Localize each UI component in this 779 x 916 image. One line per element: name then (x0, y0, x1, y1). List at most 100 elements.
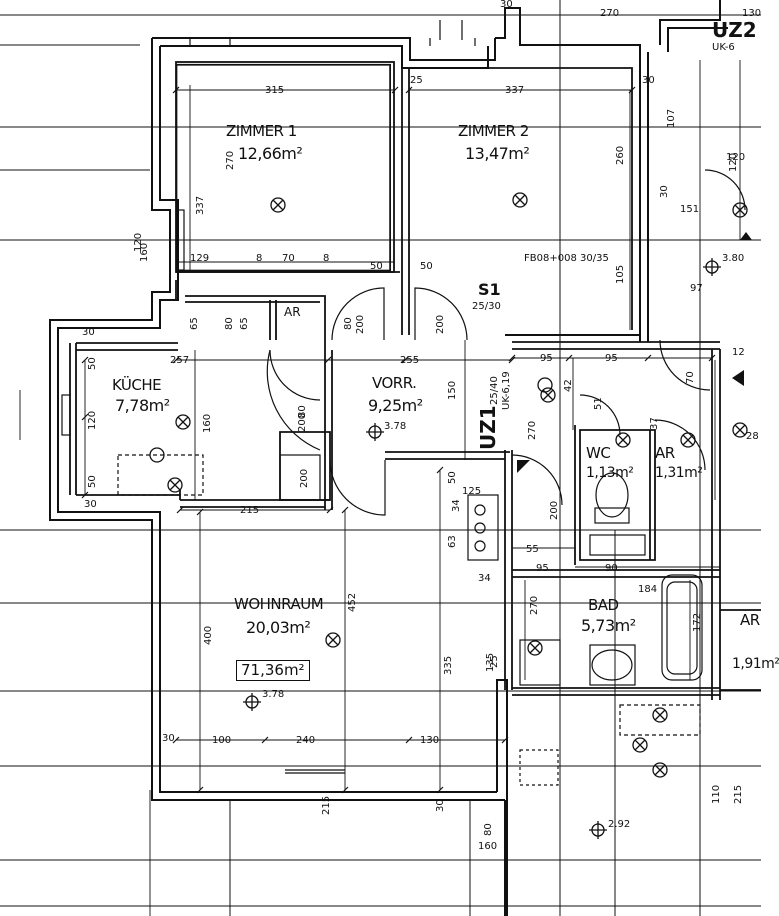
dim-v: 200 (435, 314, 446, 334)
level-marks (149, 258, 721, 839)
dim-h: 50 (420, 261, 433, 272)
dim-h: 100 (212, 735, 232, 746)
dim-h: 95 (536, 563, 549, 574)
level-value-4: 2.92 (608, 819, 631, 830)
dim-h: 25 (410, 75, 423, 86)
dim-h: 129 (190, 253, 210, 264)
dim-v: 65 (239, 317, 250, 330)
dim-v: 270 (527, 420, 538, 440)
dim-v: 200 (355, 314, 366, 334)
dim-v: 335 (443, 655, 454, 675)
dim-h: 34 (478, 573, 491, 584)
window-note: FB08+008 30/35 (524, 253, 609, 264)
dim-h: 125 (462, 486, 482, 497)
dim-v: 80 (343, 317, 354, 330)
dim-v: 65 (189, 317, 200, 330)
room-area-kueche: 7,78m² (115, 396, 170, 415)
interior-walls (69, 61, 761, 700)
level-value-1: 3.80 (722, 253, 745, 264)
dim-v: 50 (87, 357, 98, 370)
dim-h: 130 (742, 8, 762, 19)
total-area-box: 71,36m² (236, 660, 310, 681)
door-swings (266, 169, 746, 516)
unit-label-uz1-sub2: UK-6,19 (501, 371, 512, 410)
floor-plan (0, 0, 761, 916)
dim-h: 315 (265, 85, 285, 96)
room-area-wohnraum: 20,03m² (246, 618, 311, 637)
dim-v: 172 (692, 612, 703, 632)
outer-walls (49, 0, 728, 916)
dim-v: 200 (297, 412, 308, 432)
dim-v: 337 (195, 195, 206, 215)
dim-h: 95 (605, 353, 618, 364)
dim-v-flat: 160 (478, 841, 498, 852)
room-area-wc: 1,13m² (586, 465, 634, 481)
dim-v: 70 (685, 371, 696, 384)
dim-v: 270 (225, 150, 236, 170)
room-name-zimmer-1: ZIMMER 1 (226, 122, 297, 140)
room-name-kueche: KÜCHE (112, 376, 162, 394)
dim-v: 120 (728, 152, 739, 172)
markers (517, 232, 752, 473)
room-name-wohnraum: WOHNRAUM (234, 595, 324, 613)
dim-h: 90 (605, 563, 618, 574)
dim-h: 151 (680, 204, 700, 215)
dim-v: 30 (435, 799, 446, 812)
fixtures (117, 454, 703, 786)
dim-v: 107 (666, 108, 677, 128)
dim-v: 42 (563, 379, 574, 392)
dim-h: 50 (370, 261, 383, 272)
dim-h: 215 (240, 505, 260, 516)
room-area-zimmer-2: 13,47m² (465, 144, 530, 163)
dim-v: 50 (447, 471, 458, 484)
dim-h: 130 (420, 735, 440, 746)
room-name-ar-small: AR (284, 305, 301, 319)
dim-h: 97 (690, 283, 703, 294)
dim-v: 51 (593, 397, 604, 410)
dim-h: 30 (162, 733, 175, 744)
dim-v: 105 (615, 264, 626, 284)
dim-h: 30 (642, 75, 655, 86)
level-value-3: 3.78 (262, 689, 285, 700)
dim-v: 34 (451, 499, 462, 512)
dim-v: 200 (549, 500, 560, 520)
dim-v: 452 (347, 592, 358, 612)
dim-h: 8 (256, 253, 263, 264)
dim-v: 30 (659, 185, 670, 198)
dim-h: 30 (84, 499, 97, 510)
dim-v: 215 (321, 795, 332, 815)
room-name-ar-right: AR (740, 611, 760, 629)
dim-v: 80 (224, 317, 235, 330)
dim-h: 257 (170, 355, 190, 366)
dim-v: 160 (202, 413, 213, 433)
dim-h: 55 (526, 544, 539, 555)
room-name-bad: BAD (588, 596, 619, 614)
dim-v: 160 (139, 242, 150, 262)
unit-label-uz1: UZ1 (476, 405, 500, 450)
dim-h: 255 (400, 355, 420, 366)
dim-v: 50 (87, 475, 98, 488)
dim-h: 30 (500, 0, 513, 10)
room-area-ar-right: 1,91m² (732, 656, 779, 672)
dim-v: 25 (489, 655, 500, 668)
light-fixtures (167, 192, 748, 778)
room-name-vorraum: VORR. (372, 374, 417, 392)
room-area-zimmer-1: 12,66m² (238, 144, 303, 163)
dim-v: 270 (529, 595, 540, 615)
dim-h: 70 (282, 253, 295, 264)
room-area-bad: 5,73m² (581, 616, 636, 635)
dim-v: 215 (733, 784, 744, 804)
dim-h: 120 (726, 152, 746, 163)
room-name-zimmer-2: ZIMMER 2 (458, 122, 529, 140)
dimension-ticks (81, 86, 716, 794)
dim-h: 95 (540, 353, 553, 364)
dim-v: 400 (203, 625, 214, 645)
shaft-size: 25/30 (472, 301, 501, 312)
dim-h: 184 (638, 584, 658, 595)
level-value-2: 3.78 (384, 421, 407, 432)
dim-h: 12 (732, 347, 745, 358)
room-name-wc: WC (586, 444, 611, 462)
dim-h: 30 (82, 327, 95, 338)
shaft-label: S1 (478, 280, 501, 299)
unit-label-uz2: UZ2 (712, 18, 757, 42)
